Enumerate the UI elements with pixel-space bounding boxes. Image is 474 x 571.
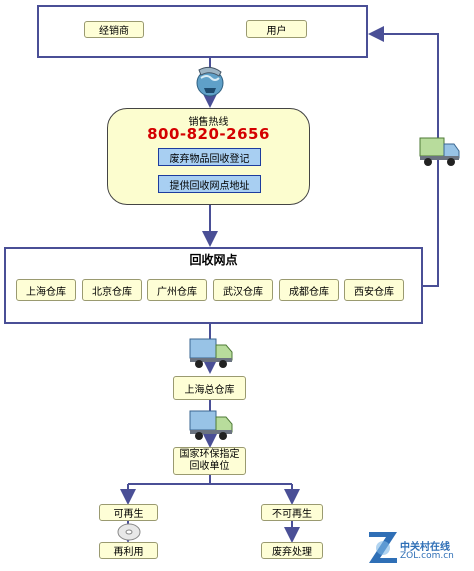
reuse-label: 再利用 [113, 547, 144, 558]
designated-unit-line2: 回收单位 [189, 461, 230, 472]
recycle-points-title: 回收网点 [189, 253, 238, 267]
register-waste-button[interactable]: 废弃物品回收登记 [158, 148, 261, 166]
designated-unit-line1: 国家环保指定 [179, 449, 240, 460]
truck-icon [189, 338, 233, 368]
zol-logo-icon [369, 532, 397, 563]
warehouse-guangzhou: 广州仓库 [147, 279, 207, 301]
warehouse-label: 广州仓库 [157, 286, 197, 298]
truck-icon [419, 137, 460, 166]
non-recyclable-box: 不可再生 [261, 504, 323, 521]
user-box: 用户 [246, 20, 307, 38]
waste-disposal-box: 废弃处理 [261, 542, 323, 559]
warehouse-label: 西安仓库 [354, 286, 394, 298]
warehouse-shanghai: 上海仓库 [16, 279, 76, 301]
recyclable-label: 可再生 [113, 509, 144, 520]
waste-disposal-label: 废弃处理 [272, 547, 312, 558]
watermark-brand: 中关村在线 [400, 542, 450, 553]
warehouse-label: 北京仓库 [92, 286, 132, 298]
shanghai-main-warehouse: 上海总仓库 [173, 376, 246, 400]
warehouse-label: 上海仓库 [26, 286, 66, 298]
reuse-box: 再利用 [99, 542, 158, 559]
warehouse-wuhan: 武汉仓库 [213, 279, 273, 301]
watermark-domain: ZOL.com.cn [400, 551, 454, 561]
warehouse-chengdu: 成都仓库 [279, 279, 339, 301]
designated-recycling-unit: 国家环保指定 回收单位 [173, 447, 246, 475]
disc-icon [117, 523, 141, 541]
user-label: 用户 [266, 25, 287, 37]
hotline-number: 800-820-2656 [147, 125, 270, 143]
warehouse-label: 武汉仓库 [223, 286, 263, 298]
non-recyclable-label: 不可再生 [272, 509, 312, 520]
dealer-label: 经销商 [99, 26, 129, 37]
truck-icon [189, 410, 233, 440]
recyclable-box: 可再生 [99, 504, 158, 521]
warehouse-beijing: 北京仓库 [82, 279, 142, 301]
dealer-box: 经销商 [84, 21, 144, 38]
warehouse-xian: 西安仓库 [344, 279, 404, 301]
phone-globe-icon [196, 66, 224, 97]
provide-address-button[interactable]: 提供回收网点地址 [158, 175, 261, 193]
register-waste-label: 废弃物品回收登记 [169, 153, 250, 165]
hotline-title: 销售热线 [188, 117, 229, 128]
warehouse-label: 成都仓库 [289, 286, 329, 298]
shanghai-main-label: 上海总仓库 [184, 384, 235, 396]
provide-address-label: 提供回收网点地址 [169, 180, 250, 192]
